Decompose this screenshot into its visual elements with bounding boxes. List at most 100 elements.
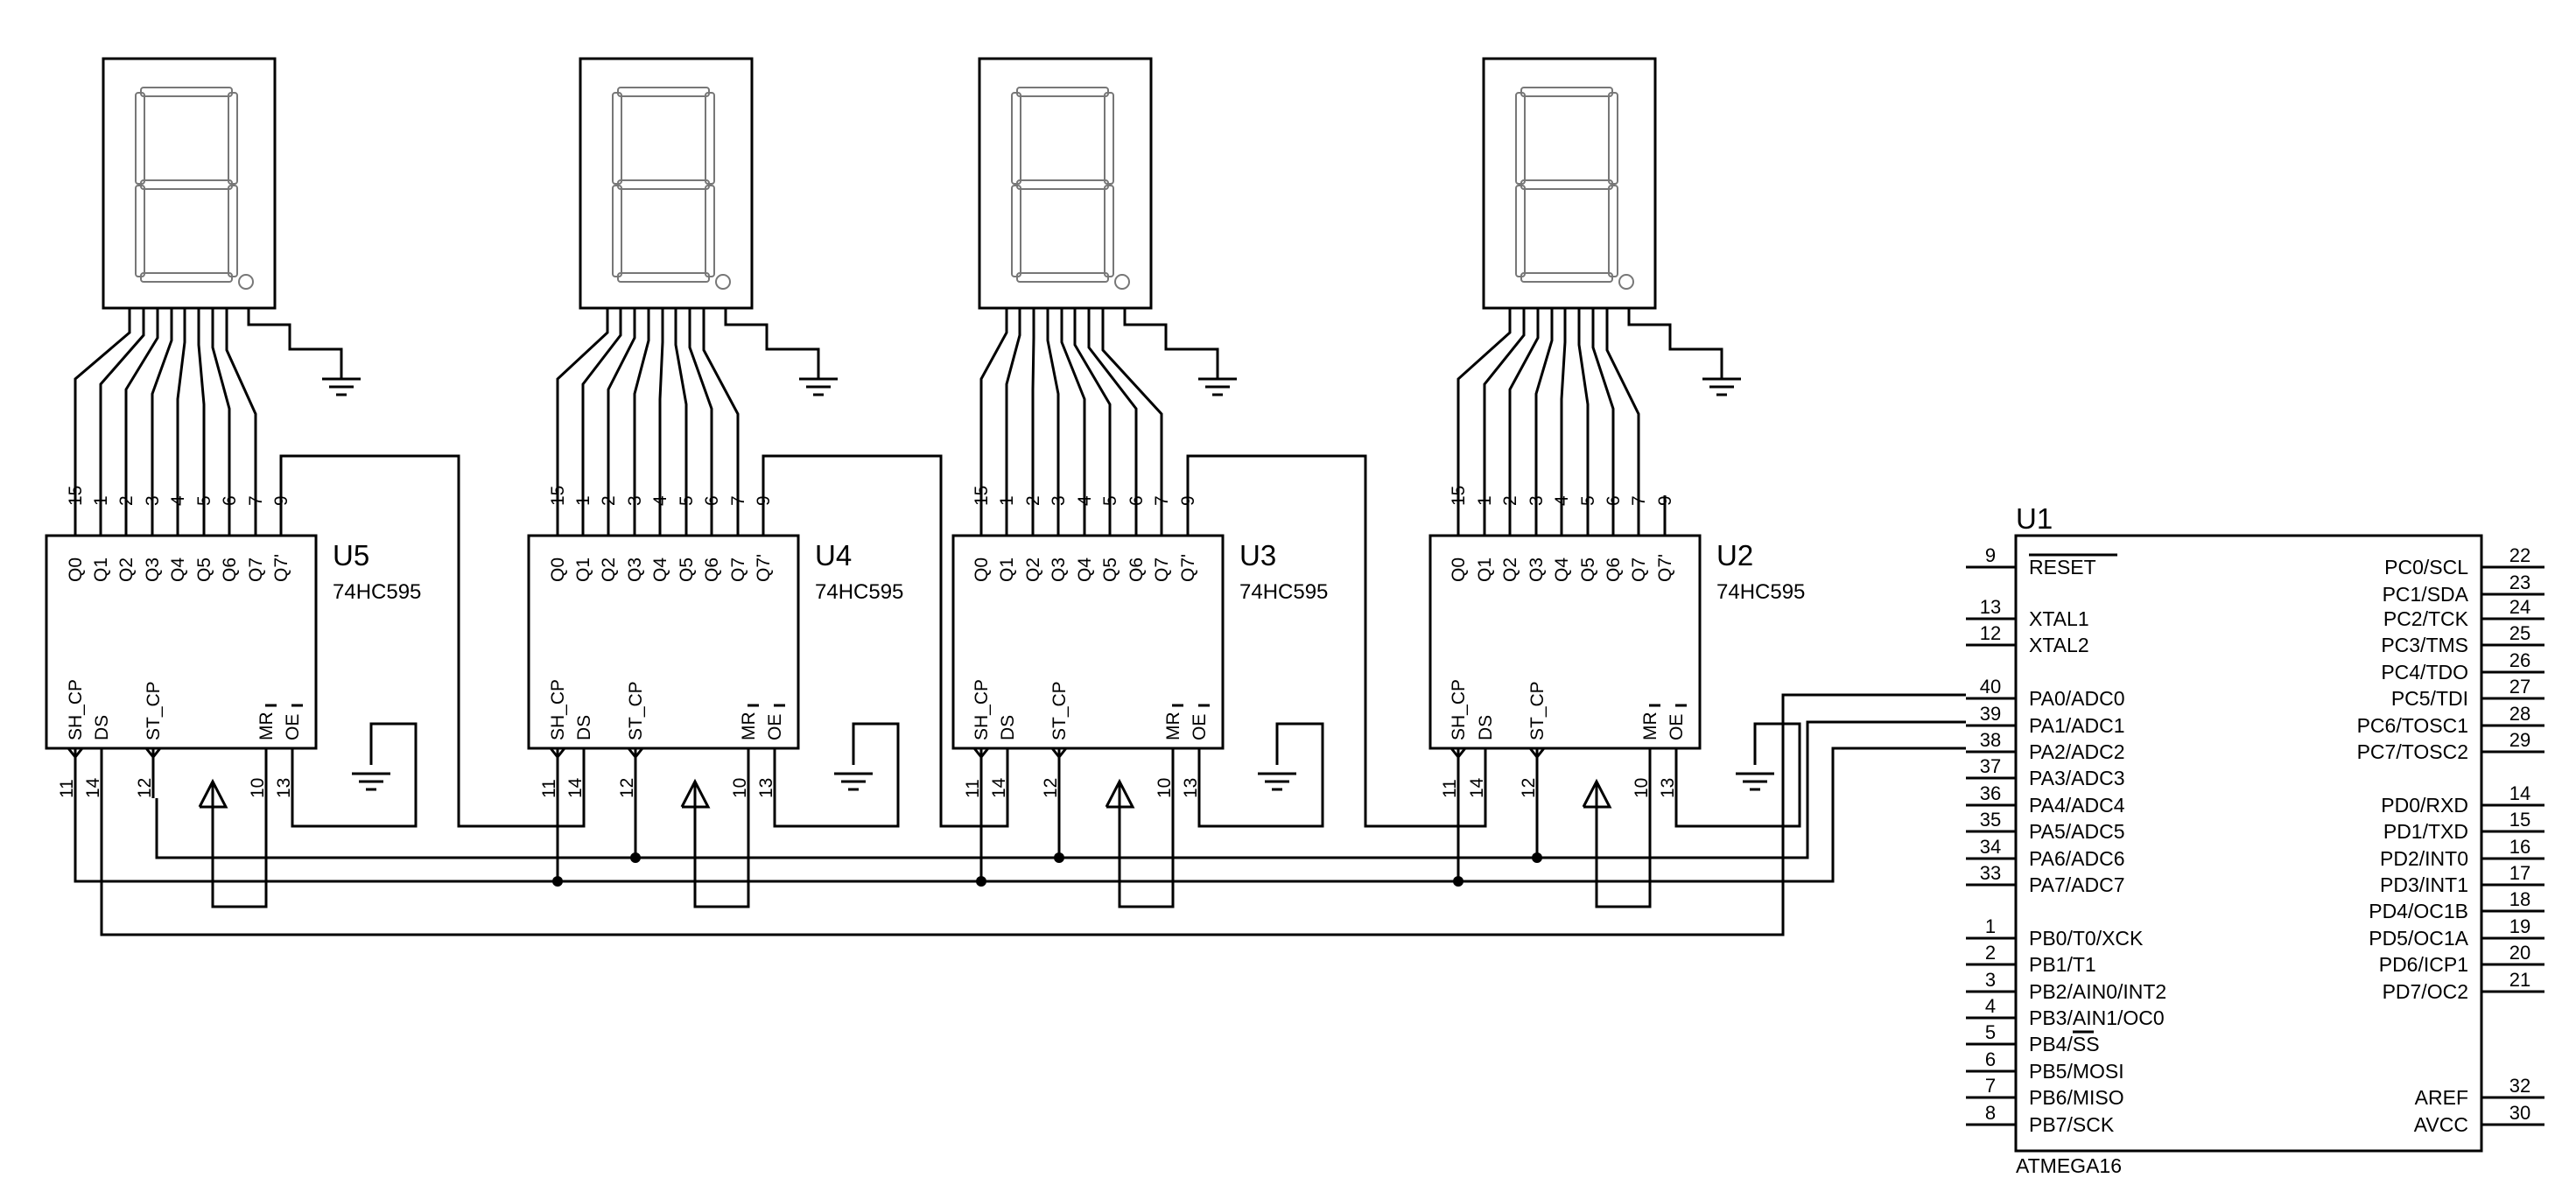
mcu-pin-label: PB5/MOSI <box>2029 1060 2124 1083</box>
oe-ground-wire <box>1674 722 1801 828</box>
register-pin-number: 6 <box>220 495 240 506</box>
register-pin-label: Q1 <box>91 557 111 582</box>
mcu-pin-number: 17 <box>2509 862 2530 884</box>
register-pin-label: Q4 <box>1075 557 1095 582</box>
mr-vcc-wire <box>211 782 268 908</box>
register-pin-number: 15 <box>66 486 86 506</box>
register-pin-label: Q0 <box>66 557 86 582</box>
register-pin-label: Q6 <box>1127 557 1147 582</box>
ground-wire <box>1123 308 1219 379</box>
segment-wire <box>176 308 186 536</box>
segment-wire <box>225 308 257 536</box>
junction-dot <box>1453 876 1463 887</box>
display-body <box>978 57 1153 310</box>
display-segment <box>1104 185 1114 277</box>
mcu-pin-number: 14 <box>2509 782 2530 804</box>
register-pin-label: Q1 <box>997 557 1017 582</box>
mcu-pin-label: PC5/TDI <box>2391 687 2468 710</box>
mr-vcc-wire <box>1595 782 1652 908</box>
register-pin-number: 4 <box>650 495 670 506</box>
segment-wire <box>1060 308 1086 536</box>
register-pin-label: Q0 <box>972 557 992 582</box>
register-part-number: 74HC595 <box>333 580 421 604</box>
register-pin-number: 11 <box>963 779 983 798</box>
register-pin-label: Q3 <box>1049 557 1069 582</box>
register-pin-label: Q5 <box>677 557 697 582</box>
shcp-bus <box>74 747 1966 883</box>
register-body <box>951 534 1225 750</box>
register-pin-number: 1 <box>1475 495 1495 506</box>
oe-ground-wire <box>773 722 900 828</box>
mcu-pin-label: PC4/TDO <box>2381 661 2468 684</box>
register-pin-label: OE <box>283 714 303 740</box>
mcu-pin-number: 21 <box>2509 969 2530 991</box>
display-segment <box>705 185 715 277</box>
mcu-pin-label: PD7/OC2 <box>2383 980 2468 1003</box>
register-pin-number: 4 <box>168 495 188 506</box>
register-pin-label: Q5 <box>1578 557 1598 582</box>
seven-segment-displays <box>74 57 1741 536</box>
register-pin-label: Q7' <box>1178 554 1198 582</box>
register-pin-number: 11 <box>539 779 559 798</box>
mcu-pin-number: 3 <box>1985 969 1996 991</box>
shift-register-u3: U374HC59515Q01Q12Q23Q34Q45Q56Q67Q79Q7'SH… <box>951 486 1328 908</box>
junction-dot <box>1054 852 1064 863</box>
register-pin-number: 7 <box>246 495 266 506</box>
register-pin-number: 10 <box>730 778 750 798</box>
register-pin-label: Q1 <box>1475 557 1495 582</box>
segment-wire <box>581 308 622 536</box>
mcu-pin-number: 27 <box>2509 676 2530 698</box>
mcu-pin-number: 33 <box>1980 862 2001 884</box>
segment-wire <box>1591 308 1615 536</box>
mcu-pin-label: PB0/T0/XCK <box>2029 927 2144 950</box>
mcu-pin-label: PB7/SCK <box>2029 1113 2115 1136</box>
register-pin-number: 7 <box>1629 495 1649 506</box>
register-pin-number: 13 <box>1658 778 1678 798</box>
register-pin-number: 6 <box>702 495 722 506</box>
register-body <box>1428 534 1702 750</box>
register-part-number: 74HC595 <box>1239 580 1328 604</box>
register-pin-number: 3 <box>1527 495 1547 506</box>
mcu-pin-number: 38 <box>1980 729 2001 751</box>
segment-wire <box>1073 308 1112 536</box>
register-pin-number: 2 <box>116 495 137 506</box>
register-pin-number: 7 <box>1152 495 1172 506</box>
register-part-number: 74HC595 <box>815 580 903 604</box>
register-pin-label: OE <box>1190 714 1210 740</box>
register-pin-number: 5 <box>1100 495 1120 506</box>
display-segment <box>612 185 622 277</box>
mcu-pin-label: PA4/ADC4 <box>2029 794 2125 817</box>
register-pin-number: 5 <box>194 495 214 506</box>
display-segment <box>228 185 238 277</box>
display-segment <box>140 272 233 283</box>
mcu-pin-label: PA7/ADC7 <box>2029 873 2125 896</box>
register-pin-label: SH_CP <box>66 679 86 740</box>
mcu-pin-label: PC2/TCK <box>2383 607 2469 630</box>
mcu-pin-number: 23 <box>2509 571 2530 593</box>
display-body <box>1482 57 1657 310</box>
segment-wire <box>633 308 650 536</box>
mcu-pin-label: PB4/SS <box>2029 1033 2100 1055</box>
register-pin-number: 9 <box>1655 495 1675 506</box>
cascade-wire <box>762 454 1009 828</box>
display-body <box>102 57 277 310</box>
mcu-pin-label: XTAL1 <box>2029 607 2089 630</box>
segment-wire <box>74 308 131 536</box>
ground-wire <box>724 308 820 379</box>
register-pin-number: 1 <box>573 495 593 506</box>
mcu-pin-label: PD4/OC1B <box>2369 900 2468 922</box>
register-pin-number: 12 <box>1519 778 1539 798</box>
mcu-pin-label: PB6/MISO <box>2029 1086 2124 1109</box>
display-segment <box>1515 92 1526 185</box>
display-segment <box>1608 92 1618 185</box>
clock-marker <box>1528 747 1546 760</box>
display-segment <box>1104 92 1114 185</box>
display-segment <box>1011 185 1021 277</box>
display-segment <box>1011 92 1021 185</box>
register-body <box>45 534 318 750</box>
register-pin-label: Q3 <box>143 557 163 582</box>
segment-wire <box>211 308 231 536</box>
segment-wire <box>1005 308 1021 536</box>
segment-wire <box>124 308 159 536</box>
